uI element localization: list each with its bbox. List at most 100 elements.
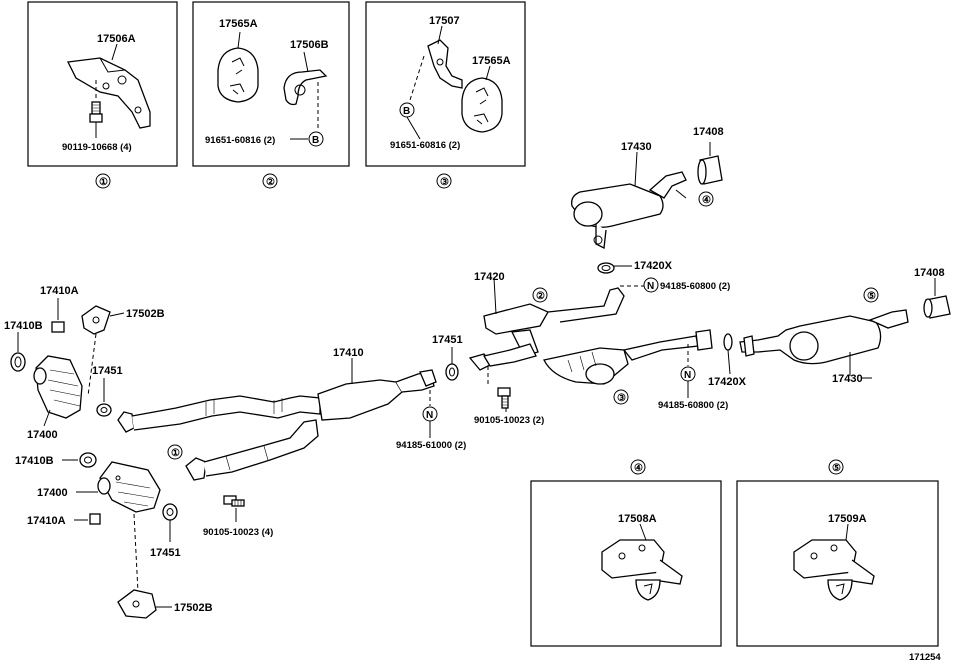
hanger-17508a-drawing [601, 539, 683, 601]
label-17408-b: 17408 [914, 267, 945, 279]
label-17506a: 17506A [97, 33, 136, 45]
callout-n-a [643, 277, 659, 293]
muffler-17430-upper-drawing [571, 171, 687, 249]
bracket-17506b-drawing [283, 51, 328, 106]
label-91651-b: 91651-60816 (2) [390, 140, 460, 151]
leader-17506a [111, 43, 118, 61]
label-17410a-b: 17410A [27, 515, 66, 527]
figure-id: 171254 [909, 652, 941, 663]
dash-17507 [409, 55, 425, 101]
label-17408-a: 17408 [693, 126, 724, 138]
cushion-17565a-drawing-a [217, 31, 259, 103]
leader-17420x-b [727, 349, 731, 375]
leader-17509a [845, 523, 849, 541]
converter-17400-upper-drawing [33, 355, 83, 419]
label-17410b-a: 17410B [4, 320, 43, 332]
callout-b-b-letter: B [403, 106, 410, 117]
leader-17508a [639, 523, 647, 541]
label-90105-b: 90105-10023 (4) [203, 527, 273, 538]
leader-17430-a [634, 151, 638, 187]
label-90105-a: 90105-10023 (2) [474, 415, 544, 426]
label-17502b-a: 17502B [126, 308, 165, 320]
leader-17502b-a [109, 312, 125, 317]
tailpipe-17408-lower-drawing [923, 295, 951, 319]
inset-box-3 [365, 1, 526, 167]
gasket-17451-b-drawing [445, 363, 459, 381]
inset-ref-2 [532, 287, 548, 303]
gasket-17410b-lower-drawing [79, 452, 97, 468]
hanger-17509a-drawing [793, 539, 875, 601]
label-17565a-a: 17565A [219, 18, 258, 30]
leader-17420 [493, 277, 497, 315]
label-17410b-b: 17410B [15, 455, 54, 467]
callout-n-a-letter: N [647, 281, 654, 292]
bracket-17506a-drawing [67, 57, 151, 129]
bolt-90105-a-drawing [497, 387, 511, 409]
gasket-17451-a-drawing [96, 403, 112, 417]
inset-box-5 [736, 480, 939, 647]
label-17507: 17507 [429, 15, 460, 27]
label-17420x-a: 17420X [634, 260, 673, 272]
front-pipe-17410-drawing [117, 369, 437, 481]
bracket-17502b-upper-drawing [81, 305, 111, 335]
gasket-17420x-upper-drawing [597, 262, 615, 274]
inset-number-2 [262, 173, 278, 189]
inset-ref-3-text: ③ [617, 393, 626, 404]
label-17509a: 17509A [828, 513, 867, 525]
gasket-17410b-upper-drawing [10, 352, 26, 372]
label-17430-a: 17430 [621, 141, 652, 153]
inset-number-4-text: ④ [634, 463, 643, 474]
label-17400-b: 17400 [37, 487, 68, 499]
dash-17502b-a [87, 333, 97, 397]
label-17410a-a: 17410A [40, 285, 79, 297]
callout-b-a [308, 131, 324, 147]
inset-ref-5-upper-text: ⑤ [867, 291, 876, 302]
inset-ref-4-upper-text: ④ [702, 195, 711, 206]
inset-number-5 [828, 459, 844, 475]
callout-n-b-letter: N [426, 410, 433, 421]
inset-number-3-text: ③ [440, 177, 449, 188]
label-94185-c: 94185-60800 (2) [658, 400, 728, 411]
label-17565a-b: 17565A [472, 55, 511, 67]
nut-17410a-upper-drawing [51, 321, 65, 333]
label-91651-a: 91651-60816 (2) [205, 135, 275, 146]
dash-17502b-b [133, 513, 139, 593]
inset-box-2 [192, 1, 350, 167]
inset-box-1 [27, 1, 178, 167]
inset-box-4 [530, 480, 722, 647]
callout-b-a-letter: B [312, 135, 319, 146]
label-17451-c: 17451 [150, 547, 181, 559]
tailpipe-17408-upper-drawing [697, 155, 723, 185]
muffler-17430-lower-drawing [739, 309, 909, 365]
inset-ref-1 [167, 444, 183, 460]
bolt-90119-drawing [89, 101, 103, 123]
callout-n-c-letter: N [684, 370, 691, 381]
bolt-90105-b-drawing [223, 495, 245, 507]
inset-ref-2-text: ② [536, 291, 545, 302]
label-17430-b: 17430 [832, 373, 863, 385]
label-94185-a: 94185-60800 (2) [660, 281, 730, 292]
nut-17410a-lower-drawing [89, 513, 101, 525]
inset-number-2-text: ② [266, 177, 275, 188]
inset-number-3 [436, 173, 452, 189]
cushion-17565a-drawing-b [461, 65, 503, 133]
flange-joint-drawing [695, 329, 733, 351]
inset-ref-3 [613, 389, 629, 405]
bracket-17502b-lower-drawing [117, 589, 157, 619]
label-17508a: 17508A [618, 513, 657, 525]
inset-ref-1-text: ① [171, 448, 180, 459]
label-17506b: 17506B [290, 39, 329, 51]
label-17420: 17420 [474, 271, 505, 283]
inset-ref-4-upper [698, 191, 714, 207]
inset-number-5-text: ⑤ [832, 463, 841, 474]
inset-number-4 [630, 459, 646, 475]
label-17400-a: 17400 [27, 429, 58, 441]
leader-91651-b [406, 116, 421, 140]
inset-ref-5-upper [863, 287, 879, 303]
label-17420x-b: 17420X [708, 376, 747, 388]
label-94185-b: 94185-61000 (2) [396, 440, 466, 451]
inset-number-1-text: ① [99, 177, 108, 188]
label-17451-a: 17451 [92, 365, 123, 377]
